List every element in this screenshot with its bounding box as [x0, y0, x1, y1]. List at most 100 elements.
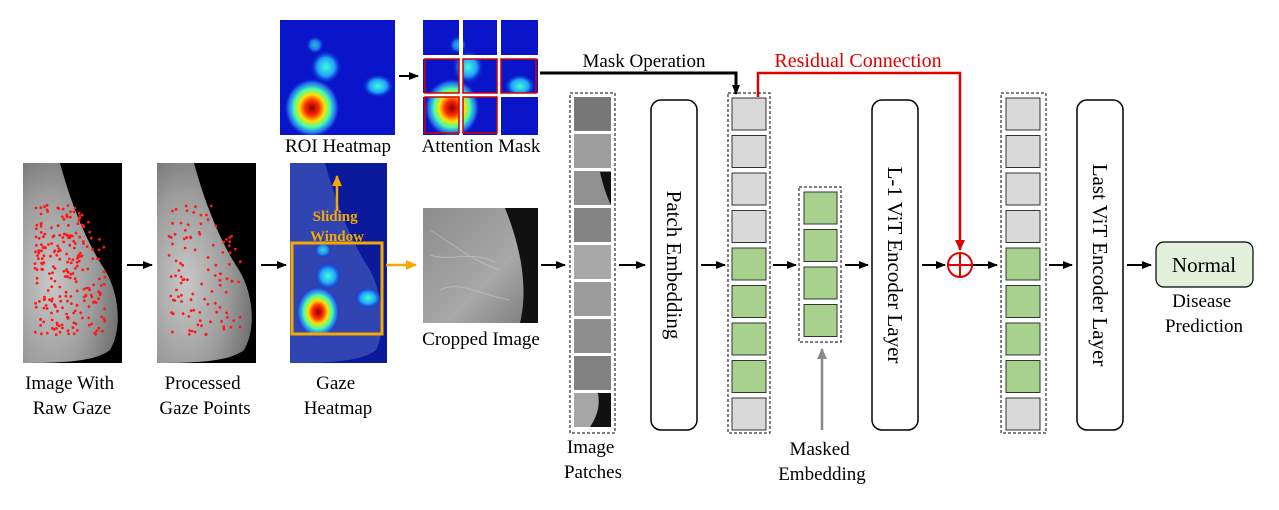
gaze-dot: [79, 251, 82, 255]
gaze-dot: [206, 256, 210, 259]
gaze-dot: [76, 329, 79, 332]
token-green: [803, 266, 838, 300]
gaze-dot: [171, 330, 174, 334]
gaze-dot: [34, 301, 37, 305]
gaze-dot: [221, 251, 225, 254]
disease-prediction-label: Disease Prediction: [1165, 291, 1244, 337]
gaze-dot: [237, 280, 241, 284]
l1-vit-encoder-block: [871, 99, 919, 431]
raw-gaze-points: [33, 203, 107, 337]
gaze-dot: [55, 253, 59, 257]
gaze-dot: [69, 272, 73, 276]
gaze-dot: [61, 215, 64, 219]
gaze-dot: [199, 213, 203, 217]
token-gray: [1005, 397, 1041, 431]
gaze-dot: [69, 295, 73, 298]
sliding-window-box: [290, 241, 384, 336]
gaze-dot: [192, 308, 196, 312]
gaze-dot: [206, 218, 210, 222]
gaze-dot: [185, 209, 189, 213]
gaze-dot: [50, 299, 54, 303]
gaze-dot: [167, 235, 171, 238]
gaze-dot: [56, 224, 60, 228]
cropped-image: [423, 208, 538, 323]
gaze-dot: [87, 323, 91, 327]
output-tokens-column: [1005, 97, 1041, 431]
patch-embedding-label: Patch Embedding: [662, 191, 686, 340]
gaze-dot: [183, 246, 187, 250]
gaze-dot: [73, 309, 77, 313]
gaze-dot: [42, 254, 46, 258]
gaze-dot: [96, 257, 99, 261]
gaze-dot: [56, 250, 60, 253]
gaze-dot: [43, 245, 46, 249]
gaze-dot: [66, 260, 69, 264]
gaze-dot: [58, 295, 62, 298]
gaze-dot: [35, 268, 39, 271]
l1-vit-encoder-label: L-1 ViT Encoder Layer: [883, 167, 907, 364]
gaze-dot: [228, 262, 231, 266]
gaze-dot: [183, 237, 186, 241]
raw-gaze-image: [23, 163, 122, 363]
gaze-dot: [229, 325, 233, 329]
gaze-dot: [65, 275, 69, 278]
processed-gaze-label: Processed Gaze Points: [159, 373, 250, 419]
image-patch: [574, 245, 611, 279]
token-green: [731, 360, 767, 393]
gaze-dot: [181, 263, 185, 267]
gaze-dot: [238, 315, 242, 319]
gaze-dot: [95, 329, 99, 333]
gaze-dot: [90, 322, 94, 326]
arrow-mask-operation: [540, 71, 740, 95]
gaze-dot: [42, 306, 46, 310]
gaze-dot: [43, 232, 47, 236]
gaze-dot: [225, 277, 229, 281]
gaze-dot: [238, 325, 242, 329]
gaze-dot: [218, 283, 222, 287]
gaze-dot: [73, 246, 76, 250]
gaze-dot: [62, 240, 65, 244]
attention-mask-label: Attention Mask: [422, 136, 541, 157]
gaze-dot: [71, 234, 74, 238]
gaze-dot: [33, 262, 37, 265]
gaze-dot: [218, 278, 222, 282]
gaze-dot: [63, 232, 67, 236]
gaze-dot: [66, 204, 70, 207]
gaze-dot: [41, 235, 45, 239]
gaze-dot: [182, 278, 186, 281]
gaze-dot: [171, 209, 174, 213]
gaze-dot: [171, 221, 174, 225]
gaze-dot: [189, 235, 192, 239]
gaze-dot: [180, 293, 183, 297]
token-green: [803, 191, 838, 225]
gaze-dot: [169, 275, 173, 278]
gaze-dot: [74, 231, 78, 235]
gaze-dot: [184, 204, 188, 208]
gaze-dot: [35, 243, 38, 247]
gaze-dot: [59, 299, 63, 303]
gaze-dot: [77, 219, 81, 222]
gaze-dot: [193, 248, 197, 252]
gaze-dot: [226, 316, 229, 319]
gaze-dot: [55, 327, 58, 330]
embedding-tokens-column: [731, 97, 767, 431]
gaze-dot: [81, 268, 85, 272]
residual-connection-label: Residual Connection: [774, 50, 941, 72]
gaze-dot: [43, 295, 46, 299]
gaze-dot: [45, 208, 49, 212]
gaze-dot: [222, 325, 226, 329]
gaze-dot: [72, 210, 76, 214]
prediction-output-text: Normal: [1172, 253, 1236, 277]
gaze-dot: [214, 224, 218, 228]
gaze-dot: [69, 210, 72, 214]
gaze-heatmap-image: [290, 163, 387, 363]
last-vit-encoder-block: [1076, 99, 1124, 431]
gaze-dot: [230, 234, 234, 238]
gaze-dot: [98, 238, 101, 241]
gaze-dot: [50, 318, 54, 322]
gaze-dot: [56, 244, 60, 248]
gaze-dot: [213, 274, 217, 277]
gaze-dot: [191, 292, 195, 296]
gaze-dot: [58, 330, 62, 334]
gaze-dot: [179, 281, 183, 285]
